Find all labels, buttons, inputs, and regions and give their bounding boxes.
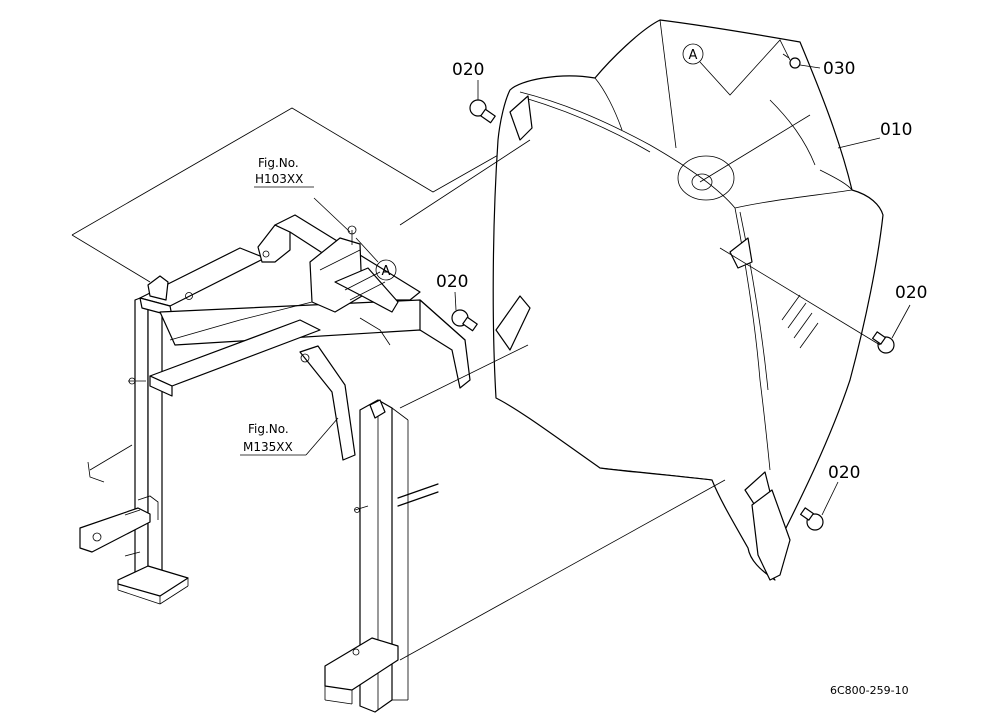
callout-020-bottom: 020 — [828, 463, 860, 483]
drawing-code: 6C800-259-10 — [830, 684, 909, 697]
ref-m135-line2: M135XX — [243, 440, 293, 454]
callout-020-top: 020 — [452, 60, 484, 80]
marker-a-cover: A — [682, 43, 704, 65]
callout-010: 010 — [880, 120, 912, 140]
callout-020-mid: 020 — [436, 272, 468, 292]
ref-m135-line1: Fig.No. — [248, 422, 289, 436]
fastener-030 — [782, 53, 801, 69]
callout-020-right: 020 — [895, 283, 927, 303]
fastener-020-mid — [451, 309, 478, 332]
leader-lines — [305, 39, 911, 661]
ref-h103-line2: H103XX — [255, 172, 303, 186]
marker-a-frame: A — [375, 259, 397, 281]
ref-h103-line1: Fig.No. — [258, 156, 299, 170]
marker-a-frame-text: A — [382, 264, 391, 279]
marker-a-cover-text: A — [689, 48, 698, 63]
fastener-020-top — [469, 99, 496, 124]
fastener-020-right — [872, 331, 895, 354]
frame-assembly — [71, 107, 508, 713]
fastener-020-bottom — [800, 507, 824, 531]
cover-panel — [492, 19, 884, 581]
callout-030: 030 — [823, 59, 855, 79]
